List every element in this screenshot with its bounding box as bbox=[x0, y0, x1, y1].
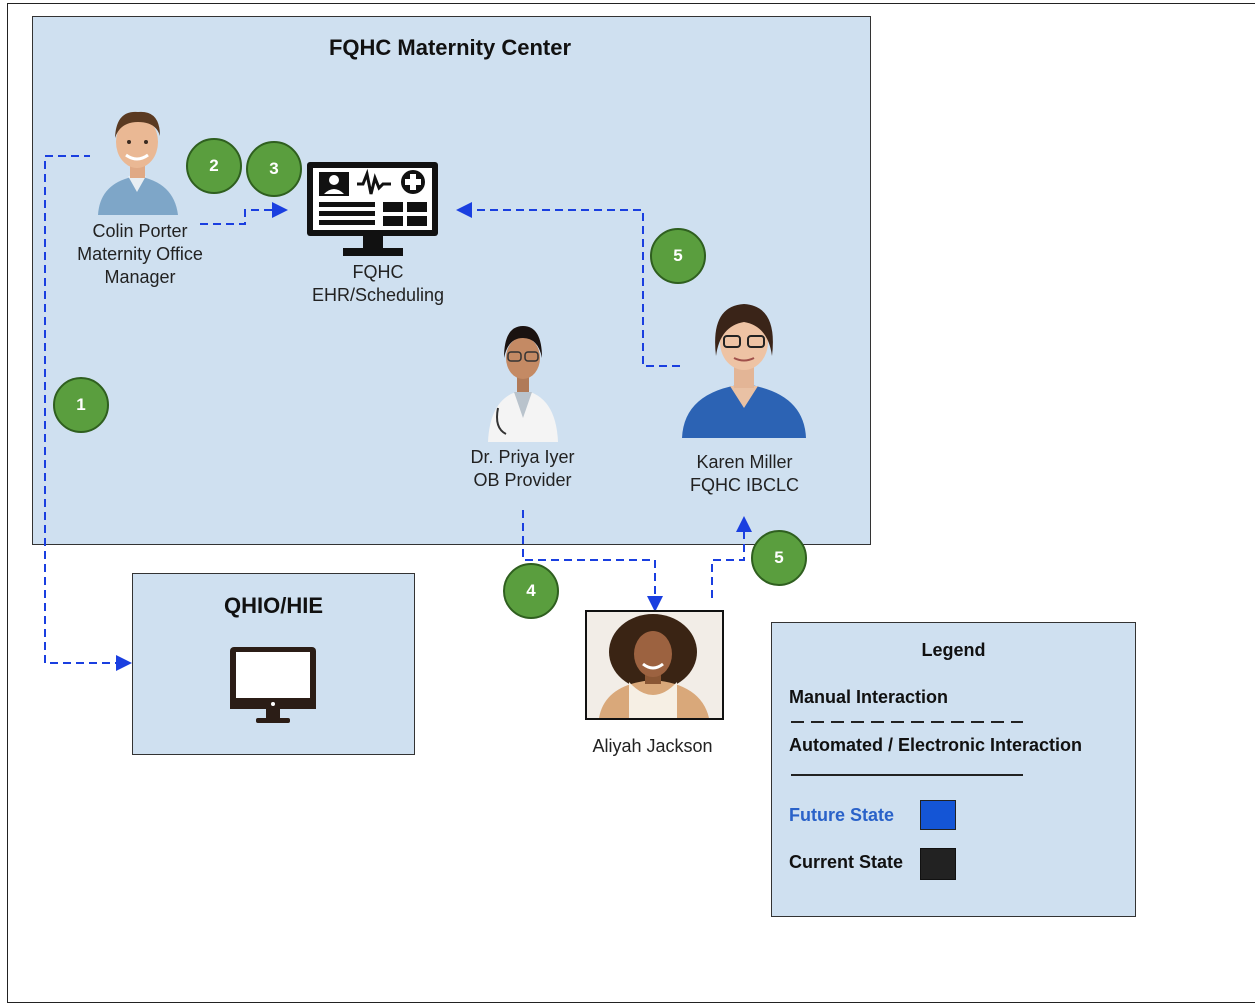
colin-porter-avatar bbox=[90, 100, 185, 215]
desktop-monitor-icon bbox=[230, 647, 316, 723]
colin-role-line2: Manager bbox=[104, 267, 176, 287]
legend-future-label: Future State bbox=[789, 805, 895, 825]
priya-iyer-avatar bbox=[484, 318, 562, 442]
ehr-monitor-icon bbox=[307, 162, 438, 256]
qhio-title: QHIO/HIE bbox=[223, 593, 323, 618]
step-2-marker: 2 bbox=[186, 138, 242, 194]
legend-current-label: Current State bbox=[789, 852, 904, 872]
colin-role-line1: Maternity Office bbox=[77, 244, 203, 264]
ehr-label: FQHC EHR/Scheduling bbox=[290, 261, 466, 307]
priya-name: Dr. Priya Iyer bbox=[470, 447, 575, 467]
aliyah-jackson-avatar bbox=[587, 612, 722, 718]
legend-automated-label: Automated / Electronic Interaction bbox=[789, 735, 1083, 755]
legend-manual-label: Manual Interaction bbox=[789, 687, 949, 707]
karen-name: Karen Miller bbox=[696, 452, 793, 472]
aliyah-photo-frame bbox=[585, 610, 724, 720]
legend-current-swatch bbox=[920, 848, 956, 880]
maternity-center-title: FQHC Maternity Center bbox=[328, 35, 572, 60]
step-3-marker: 3 bbox=[246, 141, 302, 197]
legend-title: Legend bbox=[921, 640, 986, 660]
priya-iyer-label: Dr. Priya Iyer OB Provider bbox=[440, 446, 605, 492]
ehr-line2: EHR/Scheduling bbox=[311, 285, 445, 305]
karen-miller-avatar bbox=[680, 296, 808, 438]
step-1-marker: 1 bbox=[53, 377, 109, 433]
karen-miller-label: Karen Miller FQHC IBCLC bbox=[662, 451, 827, 497]
step-5-aliyah-marker: 5 bbox=[751, 530, 807, 586]
aliyah-jackson-label: Aliyah Jackson bbox=[592, 736, 713, 756]
karen-role: FQHC IBCLC bbox=[689, 475, 799, 495]
priya-role: OB Provider bbox=[473, 470, 572, 490]
colin-porter-label: Colin Porter Maternity Office Manager bbox=[55, 220, 225, 289]
legend-future-swatch bbox=[920, 800, 956, 830]
ehr-line1: FQHC bbox=[352, 262, 404, 282]
step-5-ehr-marker: 5 bbox=[650, 228, 706, 284]
colin-name: Colin Porter bbox=[92, 221, 188, 241]
step-4-marker: 4 bbox=[503, 563, 559, 619]
